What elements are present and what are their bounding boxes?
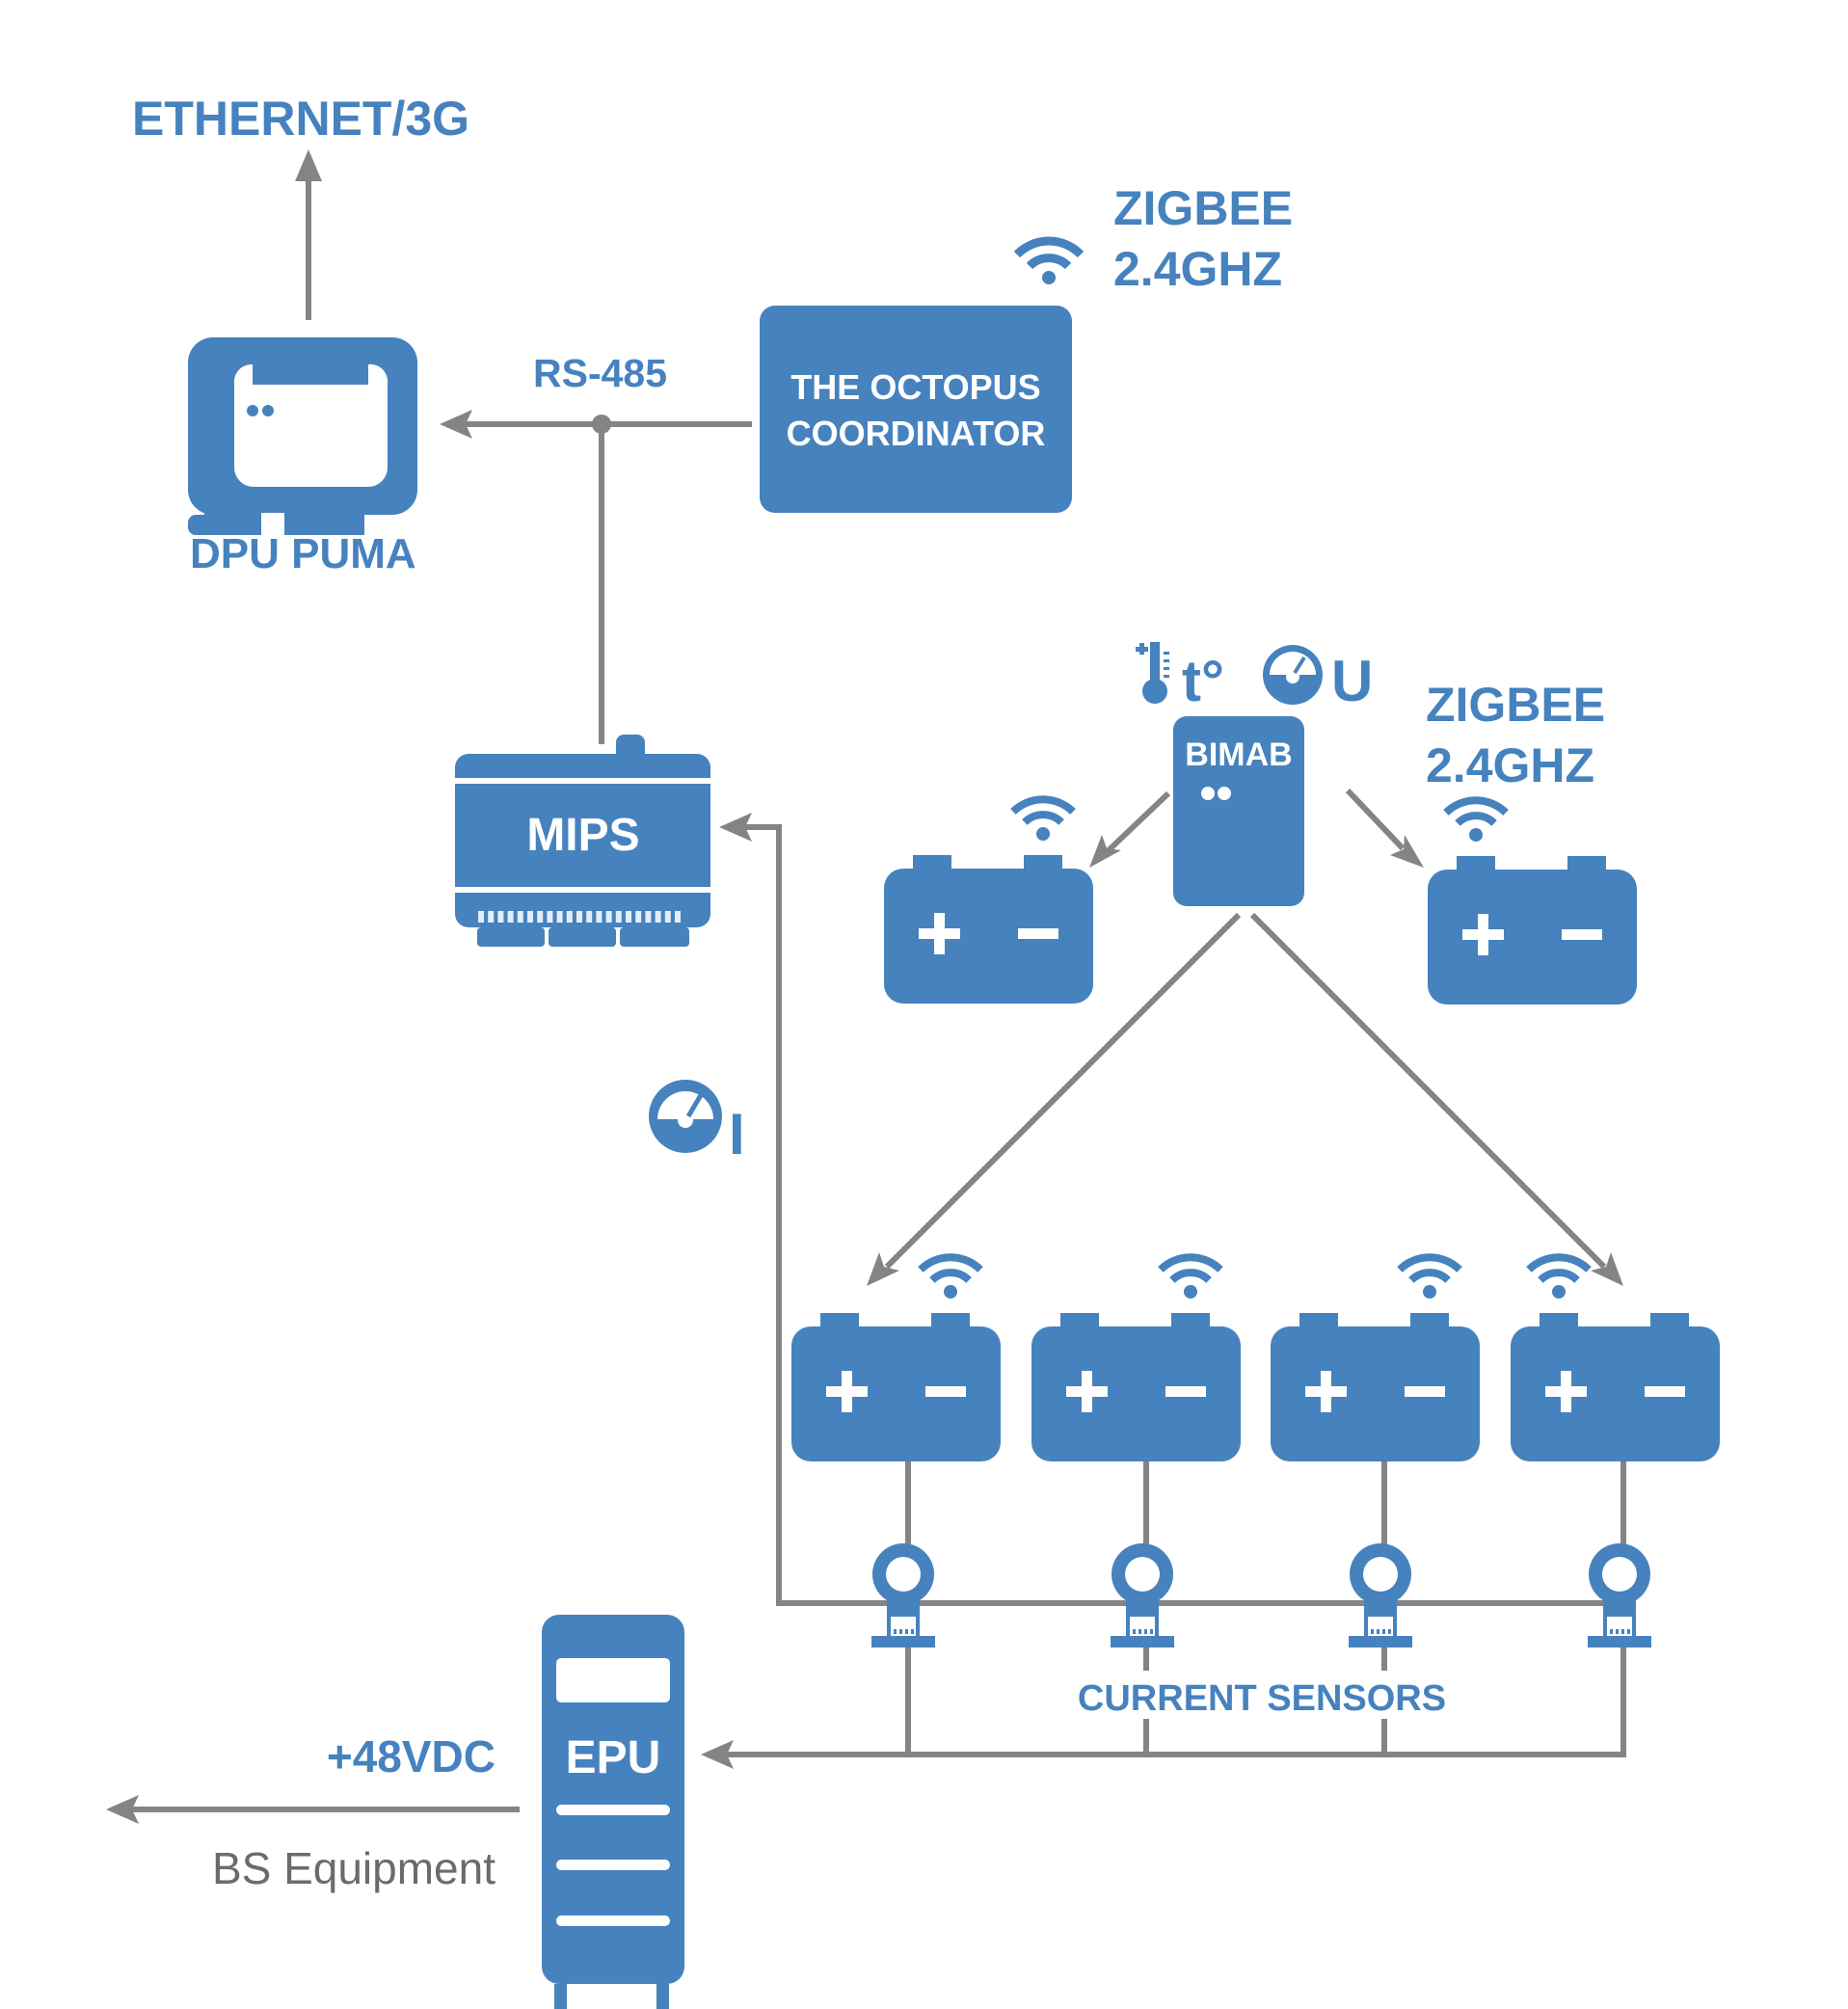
power-cabinet-icon xyxy=(542,1615,684,1984)
current-sensor-icon xyxy=(1588,1543,1651,1647)
minus-sign xyxy=(1018,928,1058,939)
uplink-arrowhead xyxy=(295,149,322,181)
bottom-batteries xyxy=(791,1253,1720,1461)
wifi-icon xyxy=(1010,795,1076,841)
minus-sign xyxy=(1165,1386,1206,1397)
current-signal-line xyxy=(742,824,1623,1606)
voltage-label: U xyxy=(1331,649,1373,713)
epu-foot xyxy=(656,1984,669,2009)
minus-sign xyxy=(925,1386,966,1397)
battery-icon xyxy=(1031,1326,1241,1461)
arrowhead xyxy=(1591,1252,1623,1286)
epu-foot xyxy=(554,1984,567,2009)
arrowhead xyxy=(867,1252,899,1286)
bimab-to-top-left-battery xyxy=(1106,790,1171,853)
battery-icon xyxy=(791,1326,1001,1461)
uplink-label: ETHERNET/3G xyxy=(132,92,469,146)
epu-input-arrowhead xyxy=(701,1740,734,1769)
epu-label: EPU xyxy=(566,1732,661,1783)
zigbee-right-label-line1: ZIGBEE xyxy=(1426,678,1605,732)
bimab-to-battery-4 xyxy=(1249,912,1607,1270)
current-sensors xyxy=(871,1543,1651,1647)
current-sensor-icon xyxy=(1111,1543,1174,1647)
battery-4[interactable] xyxy=(1511,1253,1720,1461)
battery-top-right[interactable] xyxy=(1428,796,1637,1004)
current-sensor-icon xyxy=(1349,1543,1412,1647)
mips-node[interactable]: MIPS xyxy=(455,735,710,947)
epu-node[interactable]: EPU xyxy=(542,1615,684,2009)
mips-pins xyxy=(478,911,681,923)
coordinator-label-line2: COORDINATOR xyxy=(787,414,1046,453)
coordinator-box xyxy=(760,306,1072,513)
wifi-icon xyxy=(1443,796,1509,842)
current-label: I xyxy=(729,1102,745,1166)
current-gauge-icon xyxy=(649,1080,722,1153)
current-sensors-label: CURRENT SENSORS xyxy=(1078,1678,1446,1719)
wifi-icon xyxy=(918,1253,983,1299)
battery-top-left[interactable] xyxy=(884,795,1093,1004)
bimab-box xyxy=(1173,716,1304,906)
status-dot xyxy=(1218,787,1231,800)
zigbee-top-label-line2: 2.4GHZ xyxy=(1113,242,1282,296)
minus-sign xyxy=(1645,1386,1685,1397)
battery-2[interactable] xyxy=(1031,1253,1241,1461)
status-dot xyxy=(1201,787,1215,800)
dpu-node[interactable]: DPU PUMA xyxy=(188,337,417,577)
battery-icon xyxy=(1271,1326,1480,1461)
thermometer-icon xyxy=(1136,642,1169,704)
epu-display xyxy=(556,1658,670,1702)
coordinator-node[interactable]: THE OCTOPUS COORDINATOR xyxy=(760,306,1072,513)
output-arrowhead xyxy=(106,1795,139,1824)
minus-sign xyxy=(1405,1386,1445,1397)
wifi-icon xyxy=(1013,236,1085,284)
wifi-icon xyxy=(1526,1253,1592,1299)
dpu-label: DPU PUMA xyxy=(190,530,416,577)
monitor-icon xyxy=(188,337,417,535)
zigbee-top-label-line1: ZIGBEE xyxy=(1113,181,1293,235)
connectors xyxy=(106,149,1626,1824)
battery-3[interactable] xyxy=(1271,1253,1480,1461)
wifi-icon xyxy=(1158,1253,1223,1299)
voltage-gauge-icon xyxy=(1263,645,1323,705)
battery-icon xyxy=(1511,1326,1720,1461)
bimab-label: BIMAB xyxy=(1185,737,1292,773)
battery-1[interactable] xyxy=(791,1253,1001,1461)
rs485-arrowhead xyxy=(440,410,472,439)
arrowhead xyxy=(1089,835,1121,868)
rs485-label: RS-485 xyxy=(533,351,667,395)
bimab-measurements: t° U xyxy=(1136,642,1373,713)
arrowhead xyxy=(1390,835,1424,868)
wifi-icon xyxy=(1397,1253,1462,1299)
zigbee-right-label-line2: 2.4GHZ xyxy=(1426,738,1594,792)
coordinator-label-line1: THE OCTOPUS xyxy=(790,367,1040,407)
output-target-label: BS Equipment xyxy=(212,1843,495,1893)
current-sensor-icon xyxy=(871,1543,935,1647)
battery-icon xyxy=(1428,870,1637,1004)
temperature-label: t° xyxy=(1182,649,1224,713)
bimab-to-battery-1 xyxy=(884,912,1242,1270)
mips-input-arrowhead xyxy=(719,813,752,842)
mips-label: MIPS xyxy=(526,810,639,861)
mips-body xyxy=(455,754,710,927)
minus-sign xyxy=(1562,929,1602,940)
bimab-node[interactable]: BIMAB xyxy=(1173,716,1304,906)
bimab-to-top-right-battery xyxy=(1345,788,1406,851)
top-batteries xyxy=(884,795,1637,1004)
battery-icon xyxy=(884,869,1093,1004)
output-voltage-label: +48VDC xyxy=(327,1731,495,1781)
